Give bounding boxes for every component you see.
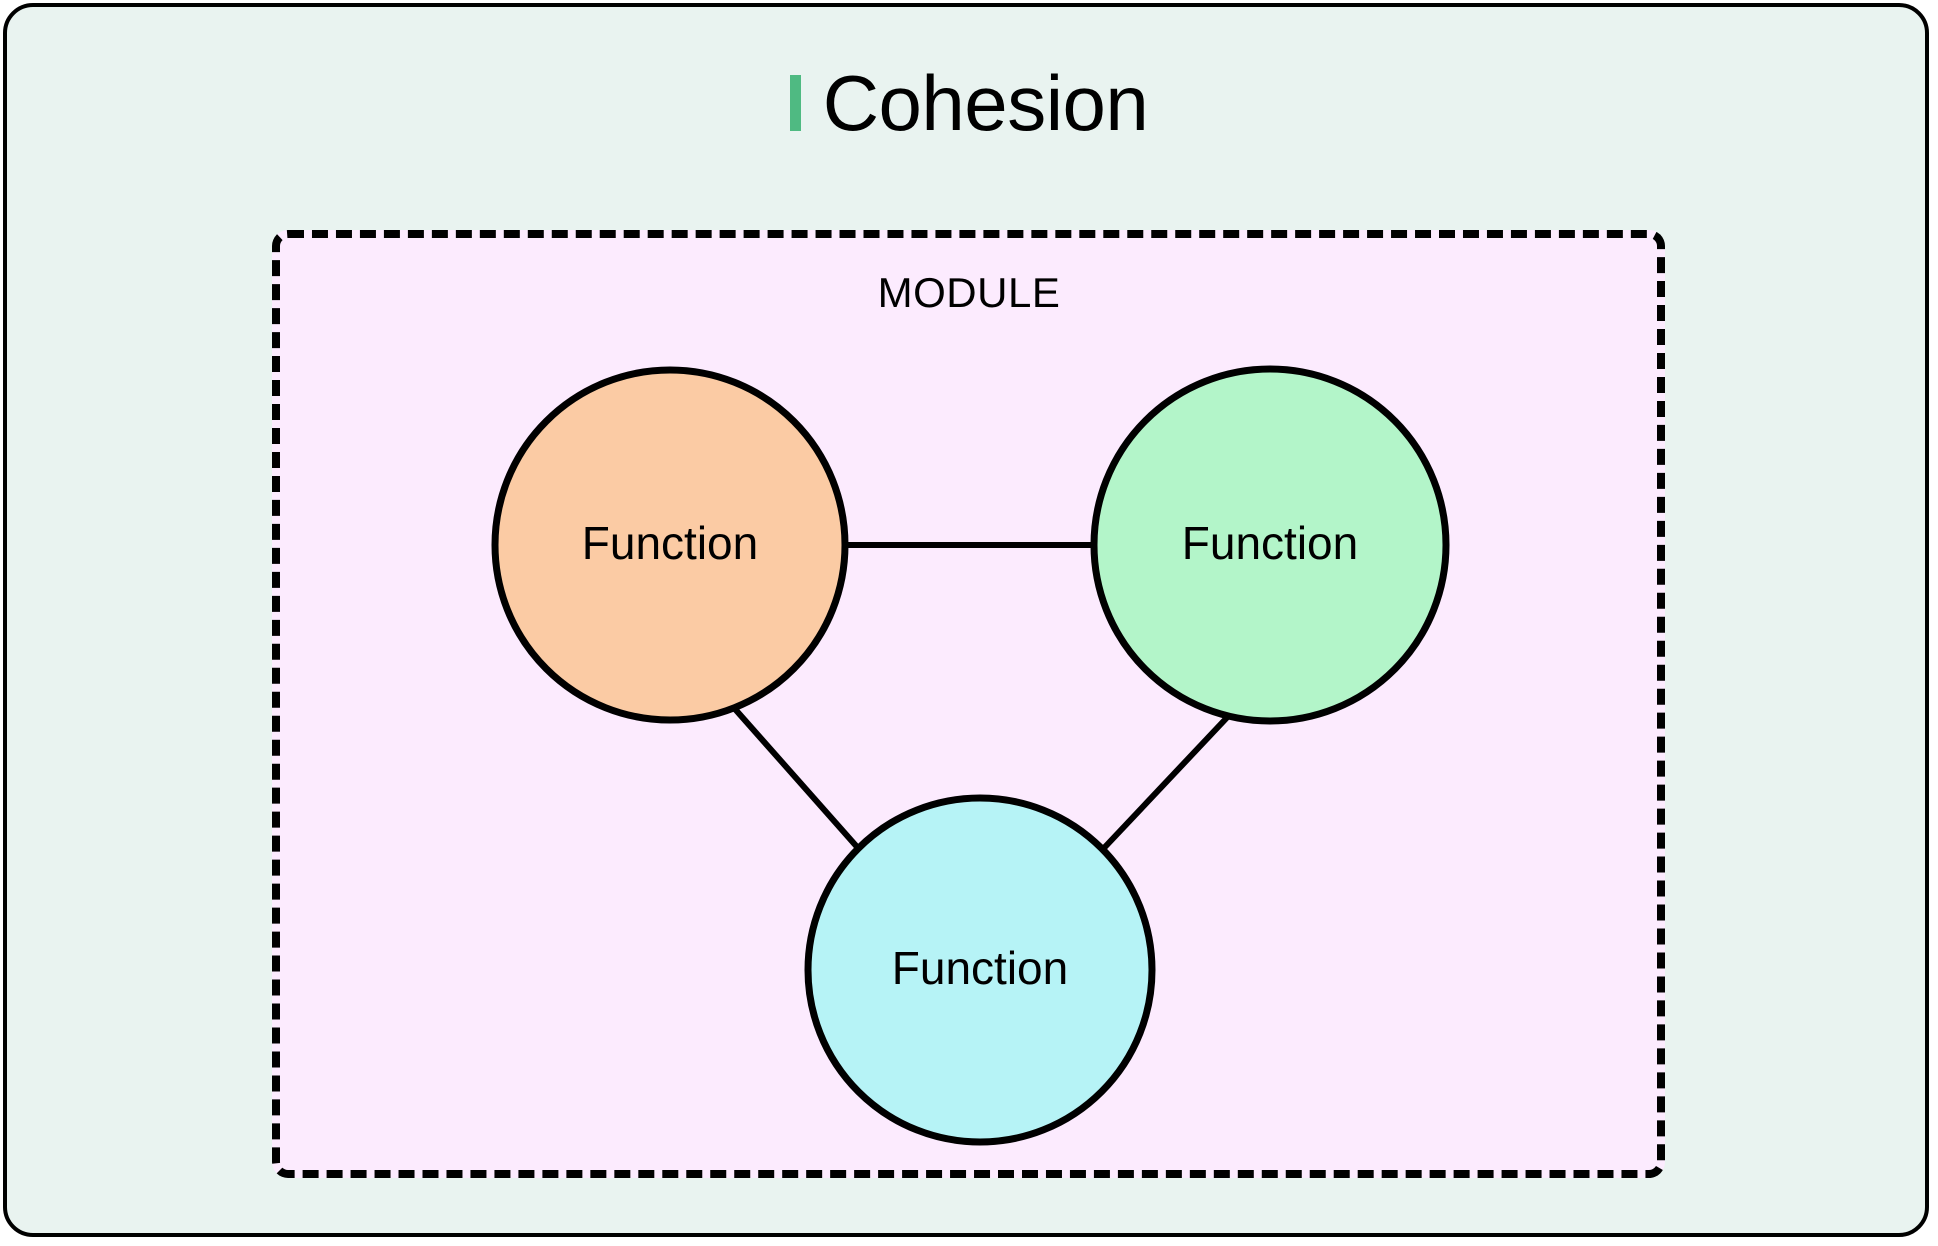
node-label-green: Function [1182, 517, 1358, 569]
node-label-orange: Function [582, 517, 758, 569]
node-label-cyan: Function [892, 942, 1068, 994]
edge-green-cyan [1101, 705, 1239, 851]
node-function-cyan[interactable]: Function [804, 794, 1156, 1146]
node-function-orange[interactable]: Function [491, 366, 849, 724]
page-title: Cohesion [822, 59, 1149, 147]
edge-orange-cyan [724, 698, 861, 850]
title-accent-bar [789, 75, 801, 131]
edge-group [724, 542, 1239, 851]
node-circle-green[interactable] [1090, 365, 1450, 725]
diagram-title-row: Cohesion [0, 60, 1938, 146]
node-circle-cyan[interactable] [804, 794, 1156, 1146]
module-label: MODULE [877, 269, 1061, 316]
node-circle-orange[interactable] [491, 366, 849, 724]
node-function-green[interactable]: Function [1090, 365, 1450, 725]
